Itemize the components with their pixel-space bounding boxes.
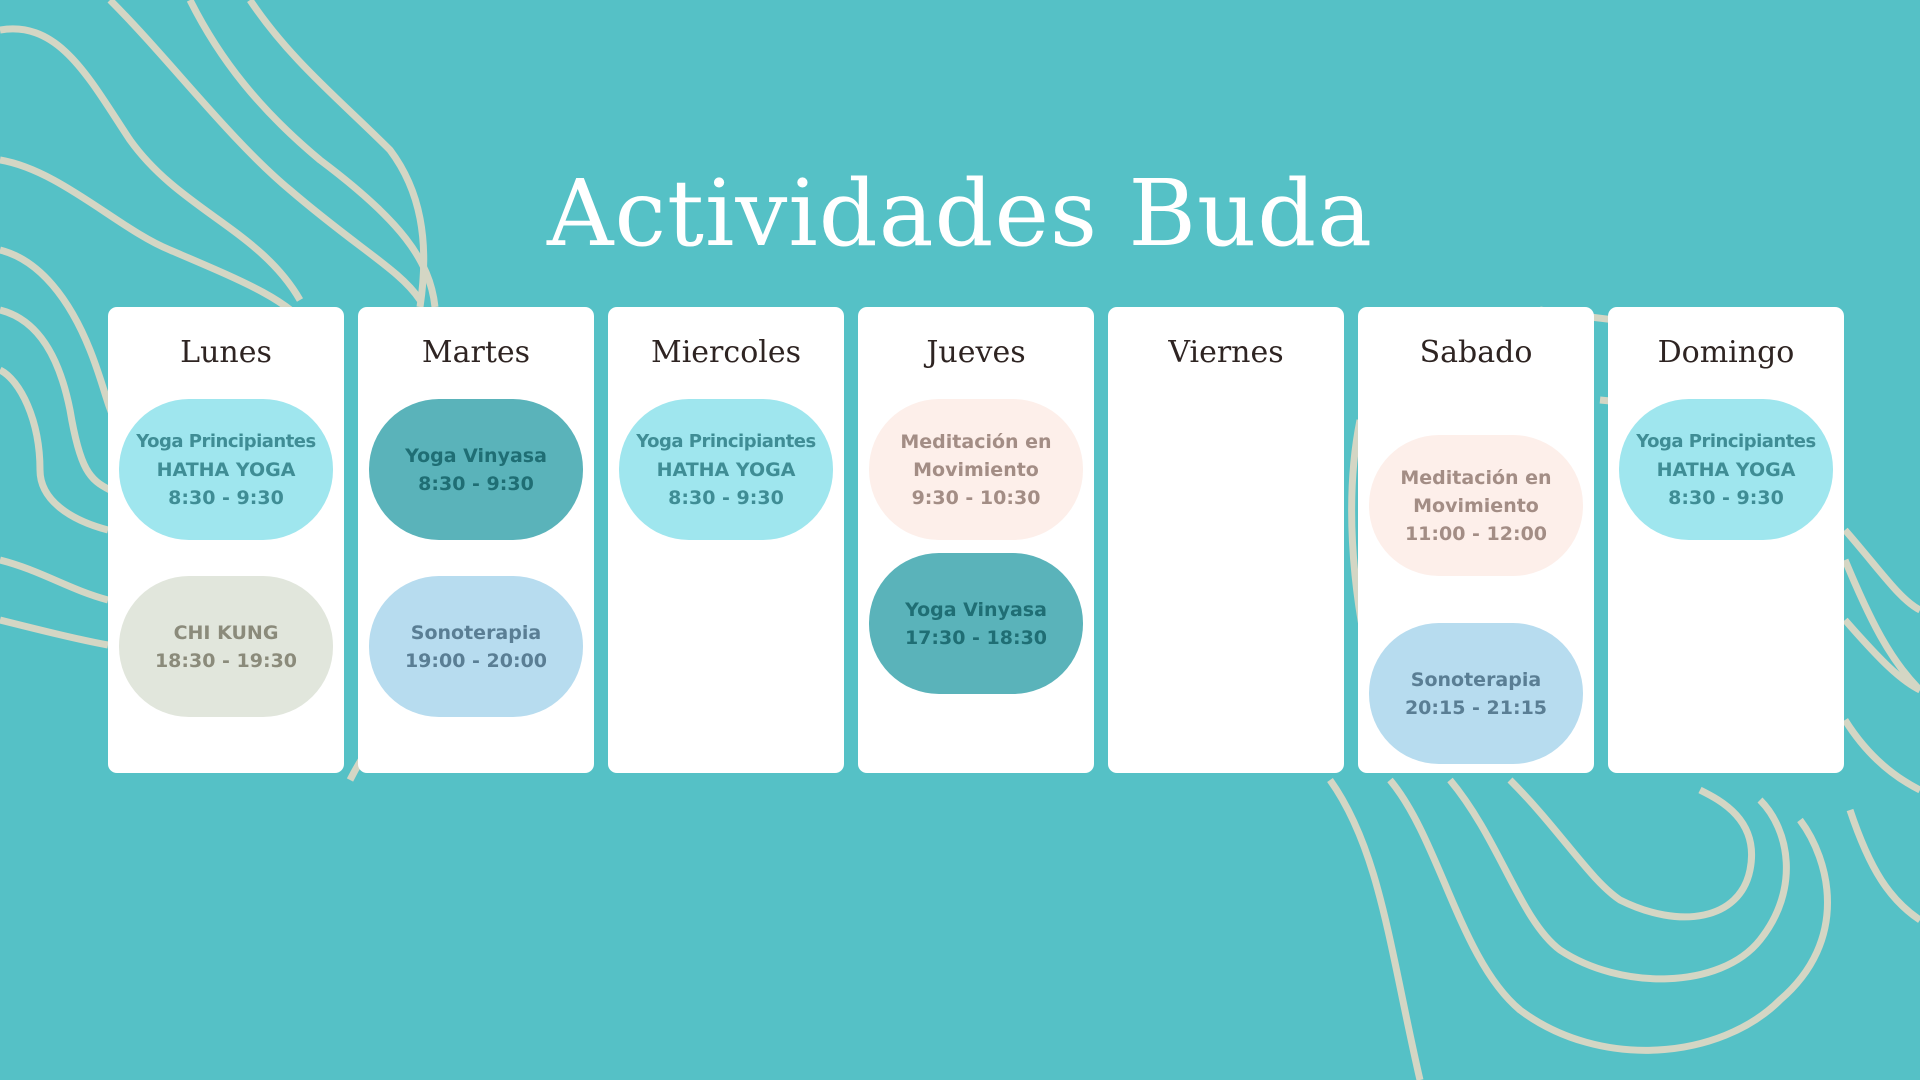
activity-time: 8:30 - 9:30	[418, 472, 534, 495]
activity-time: 9:30 - 10:30	[911, 486, 1041, 509]
activity-name: Meditación en	[900, 430, 1052, 453]
activity-name: Yoga Vinyasa	[405, 444, 547, 467]
day-label: Jueves	[926, 335, 1026, 370]
activity-time: 20:15 - 21:15	[1404, 696, 1548, 719]
activity-pill[interactable]: Meditación en Movimiento 11:00 - 12:00	[1369, 435, 1583, 576]
activity-name: Yoga Vinyasa	[905, 598, 1047, 621]
activity-name: Meditación en	[1400, 466, 1552, 489]
day-label: Domingo	[1657, 335, 1795, 370]
activity-pill[interactable]: Sonoterapia 19:00 - 20:00	[369, 576, 583, 717]
activity-pill[interactable]: Sonoterapia 20:15 - 21:15	[1369, 623, 1583, 764]
day-label: Sabado	[1419, 335, 1533, 370]
activity-time: 8:30 - 9:30	[668, 486, 784, 509]
day-card-viernes: Viernes	[1108, 307, 1344, 773]
activity-time: 18:30 - 19:30	[154, 649, 298, 672]
activity-name: Movimiento	[1413, 494, 1539, 517]
activity-time: 8:30 - 9:30	[168, 486, 284, 509]
activity-name: Movimiento	[913, 458, 1039, 481]
activity-time: 19:00 - 20:00	[404, 649, 548, 672]
activity-name: Sonoterapia	[410, 621, 542, 644]
activity-name: Yoga Principiantes	[136, 430, 316, 452]
activity-pill[interactable]: Meditación en Movimiento 9:30 - 10:30	[869, 399, 1083, 540]
activity-name: Sonoterapia	[1410, 668, 1542, 691]
activity-time: 17:30 - 18:30	[904, 626, 1048, 649]
activity-name: HATHA YOGA	[1656, 458, 1796, 481]
activity-pill[interactable]: Yoga Vinyasa 8:30 - 9:30	[369, 399, 583, 540]
activity-name: HATHA YOGA	[156, 458, 296, 481]
activity-pill[interactable]: Yoga Vinyasa 17:30 - 18:30	[869, 553, 1083, 694]
day-label: Viernes	[1168, 335, 1284, 370]
activity-name: Yoga Principiantes	[1636, 430, 1816, 452]
day-label: Martes	[421, 335, 531, 370]
activity-name: HATHA YOGA	[656, 458, 796, 481]
activity-time: 8:30 - 9:30	[1668, 486, 1784, 509]
day-label: Miercoles	[650, 335, 801, 370]
activity-pill[interactable]: CHI KUNG 18:30 - 19:30	[119, 576, 333, 717]
activity-name: CHI KUNG	[173, 621, 279, 644]
activity-name: Yoga Principiantes	[636, 430, 816, 452]
page-title: Actividades Buda	[547, 160, 1373, 267]
day-label: Lunes	[180, 335, 272, 370]
activity-time: 11:00 - 12:00	[1404, 522, 1548, 545]
